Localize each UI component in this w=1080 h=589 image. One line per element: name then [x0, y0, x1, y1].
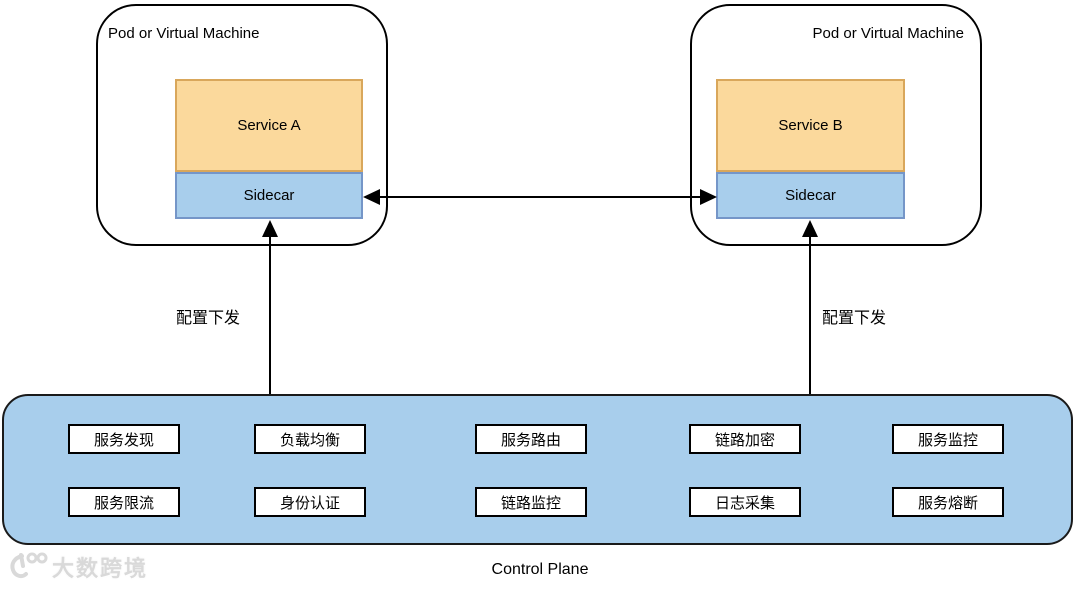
feature-service-routing: 服务路由	[475, 424, 587, 454]
config-push-label-left: 配置下发	[176, 310, 241, 327]
service-b-box: Service B	[716, 79, 905, 172]
sidecar-right-label: Sidecar	[785, 187, 836, 204]
config-push-arrow-left	[262, 220, 278, 394]
config-push-label-right: 配置下发	[822, 310, 887, 327]
sidecar-left-label: Sidecar	[243, 187, 295, 204]
sidecar-bidirectional-arrow	[363, 189, 717, 205]
control-plane-container: 服务发现 负载均衡 服务路由 链路加密 服务监控 服务限流 身份认证 链路监控 …	[2, 394, 1073, 545]
feature-identity-auth: 身份认证	[254, 487, 366, 517]
service-a-box: Service A	[175, 79, 363, 172]
control-plane-caption: Control Plane	[491, 561, 589, 578]
feature-service-discovery: 服务发现	[68, 424, 180, 454]
watermark-logo-icon	[10, 552, 48, 579]
feature-link-monitoring: 链路监控	[475, 487, 587, 517]
feature-log-collection: 日志采集	[689, 487, 801, 517]
watermark-text: 大数跨境	[52, 556, 149, 581]
feature-circuit-breaker: 服务熔断	[892, 487, 1004, 517]
feature-service-monitoring: 服务监控	[892, 424, 1004, 454]
watermark: 大数跨境	[8, 551, 148, 583]
pod-right-label: Pod or Virtual Machine	[812, 25, 964, 42]
feature-load-balancing: 负载均衡	[254, 424, 366, 454]
service-b-label: Service B	[778, 117, 843, 134]
feature-rate-limiting: 服务限流	[68, 487, 180, 517]
feature-link-encryption: 链路加密	[689, 424, 801, 454]
config-push-arrow-right	[802, 220, 818, 394]
service-a-label: Service A	[237, 117, 301, 134]
pod-left-label: Pod or Virtual Machine	[108, 25, 260, 42]
sidecar-left-box: Sidecar	[175, 172, 363, 219]
sidecar-right-box: Sidecar	[716, 172, 905, 219]
